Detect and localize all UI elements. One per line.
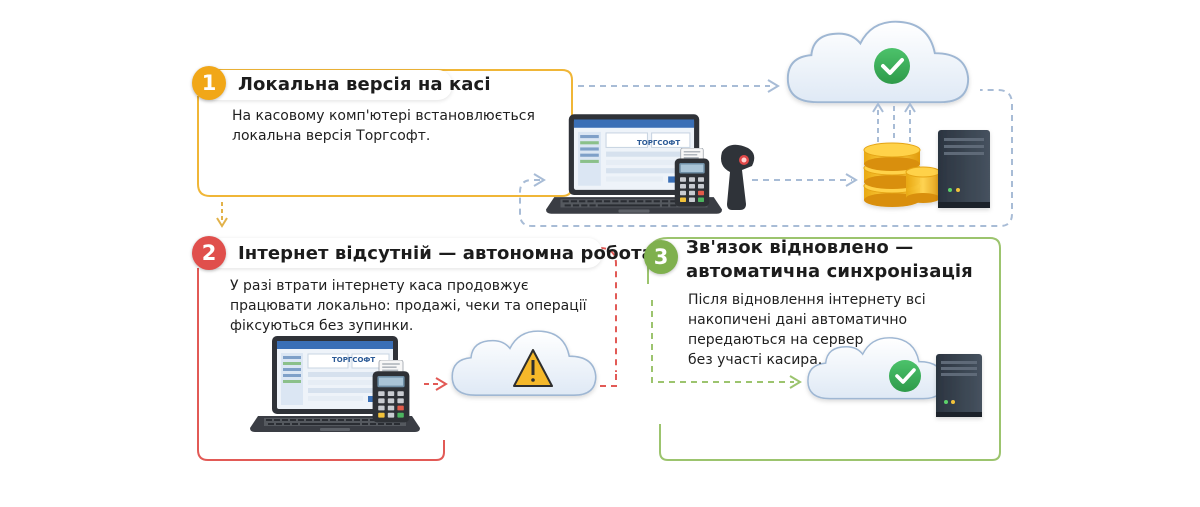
sync-loop-step1: [519, 89, 1013, 227]
step-2-text-line: У разі втрати інтернету каса продовжує: [230, 278, 529, 294]
server-icon-2: [936, 354, 982, 417]
step-3-text-line: Після відновлення інтернету всі: [688, 292, 926, 308]
step-3-text-line: накопичені дані автоматично: [688, 312, 908, 328]
arrow-head: [767, 79, 780, 93]
step-1-text-line: На касовому комп'ютері встановлюється: [232, 108, 535, 124]
step-2-text: У разі втрати інтернету каса продовжує п…: [230, 276, 587, 336]
database-icon: [863, 142, 941, 207]
step-1-badge: 1: [192, 66, 226, 100]
step-2-badge: 2: [192, 236, 226, 270]
arrow-sync-step3: [651, 300, 802, 389]
step-2-title-pill: [194, 238, 602, 268]
step-1-text: На касовому комп'ютері встановлюється ло…: [232, 106, 535, 146]
barcode-scanner-icon: [721, 144, 755, 210]
cloud-warning-icon: [451, 330, 597, 397]
step-3-title-line: автоматична синхронізація: [686, 261, 973, 282]
step-3-badge: 3: [644, 240, 678, 274]
screen-logo-1: ТОРГСОФТ: [637, 139, 680, 147]
server-icon: [938, 130, 990, 208]
arrow-offline: [424, 377, 448, 391]
step-1-text-line: локальна версія Торгсофт.: [232, 128, 431, 144]
cloud-check-icon-2: [807, 337, 945, 400]
arrow-head: [904, 102, 916, 113]
step-1-panel: [197, 69, 573, 197]
sync-arrows-vertical: [877, 106, 911, 142]
step-3-text: Після відновлення інтернету всі накопиче…: [688, 290, 926, 370]
step-2-text-line: фіксуються без зупинки.: [230, 318, 414, 334]
step-2-panel: [197, 247, 617, 461]
step-3-title: Зв'язок відновлено — автоматична синхрон…: [686, 236, 973, 284]
arrow-head: [845, 173, 858, 187]
arrow-head: [533, 173, 546, 187]
cloud-check-icon: [786, 20, 970, 104]
step-1-title-pill: [194, 70, 452, 100]
step-1-title: Локальна версія на касі: [238, 74, 491, 95]
step-2-text-line: працювати локально: продажі, чеки та опе…: [230, 298, 587, 314]
arrow-step1-to-step2: [216, 202, 228, 228]
step-2-title: Інтернет відсутній — автономна робота: [238, 243, 654, 264]
step-3-title-line: Зв'язок відновлено —: [686, 237, 914, 258]
step-3-text-line: передаються на сервер: [688, 332, 864, 348]
arrow-head: [872, 102, 884, 113]
step-3-text-line: без участі касира.: [688, 352, 823, 368]
screen-logo-2: ТОРГСОФТ: [332, 356, 375, 364]
